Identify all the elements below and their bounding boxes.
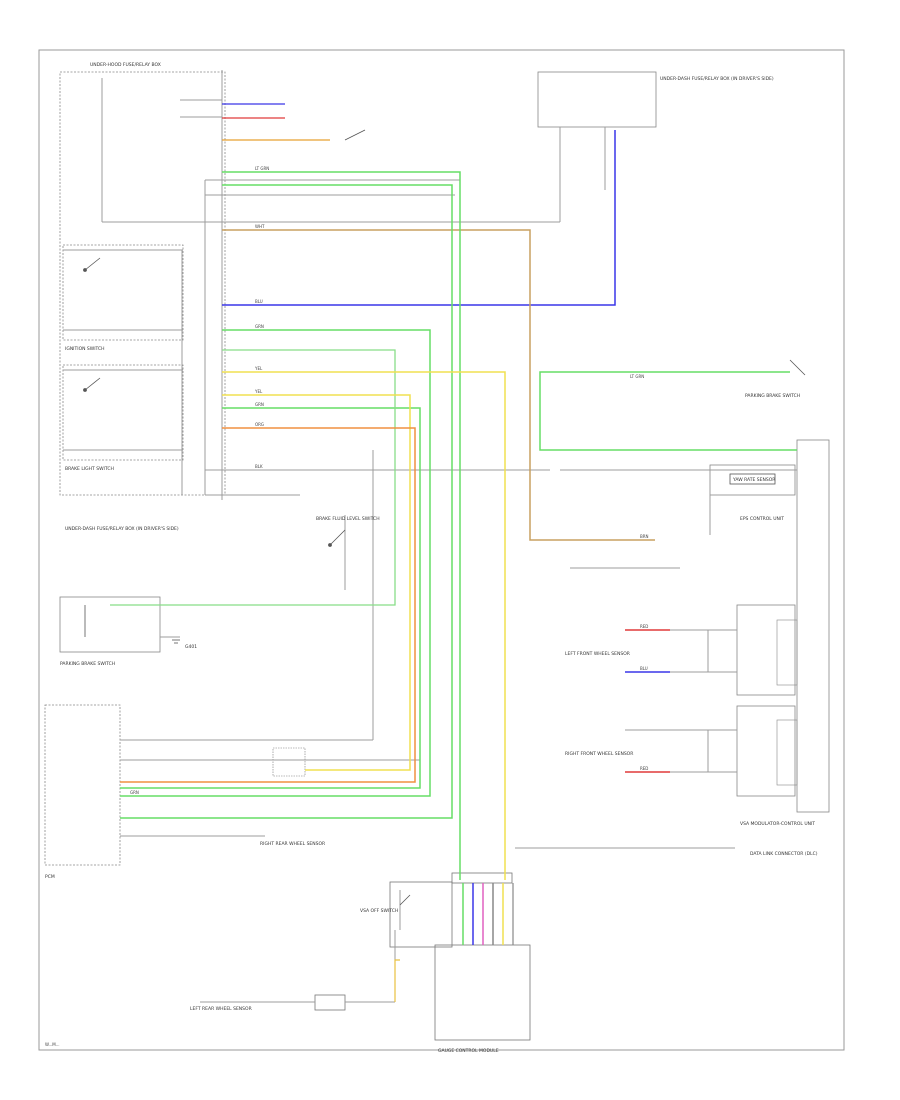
tag-brn: BRN [640,534,649,539]
under-dash-fuse-box [537,71,657,128]
parking-brake-switch-box [59,596,161,653]
label-lf-sensor: LEFT FRONT WHEEL SENSOR [565,651,630,657]
wire-brn [222,229,655,541]
switch-symbols [83,129,806,906]
tag-red-rear: RED [640,766,648,771]
pcm-fuse [272,747,306,777]
label-ground: G401 [185,644,197,650]
gauge-control-module-box [434,944,531,1041]
fuse-relay-box [59,71,226,496]
vsa-modulator-box [796,439,830,813]
fuse-relay-box-label: UNDER-HOOD FUSE/RELAY BOX [90,62,161,68]
wire-yel-b [222,394,411,771]
tag-blu: BLU [255,299,263,304]
wire-grn-right [539,371,797,451]
tag-grn-a: LT GRN [255,166,269,171]
resistor [729,473,776,485]
gauge-control-module-label: GAUGE CONTROL MODULE [438,1048,499,1054]
gauge-connector [451,872,513,884]
tag-grn-b: GRN [255,324,264,329]
tag-blk: BLK [255,464,263,469]
parking-brake-label: PARKING BRAKE SWITCH [60,661,115,667]
front-sensor-inner [776,619,798,686]
wire-yel-a [222,371,506,880]
label-rf-sensor: RIGHT FRONT WHEEL SENSOR [565,751,633,757]
ground-symbol [172,639,180,644]
tag-blu-front: BLU [640,666,648,671]
label-right-rear: RIGHT REAR WHEEL SENSOR [260,841,325,847]
tag-grnwht: LT GRN [630,374,644,379]
wire-org [120,427,416,783]
wire-grn-d [120,407,421,789]
label-left-rear: LEFT REAR WHEEL SENSOR [190,1006,252,1012]
gray-wires [63,70,797,1003]
label-brake-light-switch: BRAKE LIGHT SWITCH [65,466,114,472]
wire-grn-e [110,349,396,606]
under-dash-fuse-box-label: UNDER-DASH FUSE/RELAY BOX (IN DRIVER'S S… [660,76,774,82]
pcm-box [44,704,121,866]
tag-yel-b: YEL [254,389,263,394]
label-dlc: DATA LINK CONNECTOR (DLC) [750,851,818,857]
wire-grn-b [120,184,453,819]
wire-grn-c [120,329,431,797]
label-parking-brake-right: PARKING BRAKE SWITCH [745,393,800,399]
label-vsa-off: VSA OFF SWITCH [360,908,398,914]
bottom-fuse [314,994,346,1011]
rear-wheel-sensor-box [736,705,796,797]
vsa-off-switch-box [389,881,453,948]
vsa-modulator-label: VSA MODULATOR-CONTROL UNIT [740,821,815,827]
brake-light-switch-box [62,244,184,341]
label-under-dash-box: UNDER-DASH FUSE/RELAY BOX (IN DRIVER'S S… [65,526,179,532]
page-ref: W...M... [45,1042,60,1047]
page-border [38,49,845,1051]
rear-sensor-inner [776,719,798,786]
tag-org: ORG [255,422,264,427]
tag-wht: WHT [255,224,265,229]
label-brake-fluid-switch: BRAKE FLUID LEVEL SWITCH [316,516,380,522]
wire-yel-bottom [394,959,400,1002]
ignition-switch-box [62,364,184,461]
tag-red-front: RED [640,624,648,629]
label-ignition-switch: IGNITION SWITCH [65,346,105,352]
tag-grn-c: GRN [255,402,264,407]
tag-yel-a: YEL [254,366,263,371]
wire-grn-a [222,171,461,880]
label-eps: EPS CONTROL UNIT [740,516,784,522]
label-yaw-rate: YAW RATE SENSOR [732,477,775,483]
front-wheel-sensor-box [736,604,796,696]
pcm-label: PCM [45,874,55,880]
tag-pnk: GRN [130,790,139,795]
wire-blu [222,130,616,306]
